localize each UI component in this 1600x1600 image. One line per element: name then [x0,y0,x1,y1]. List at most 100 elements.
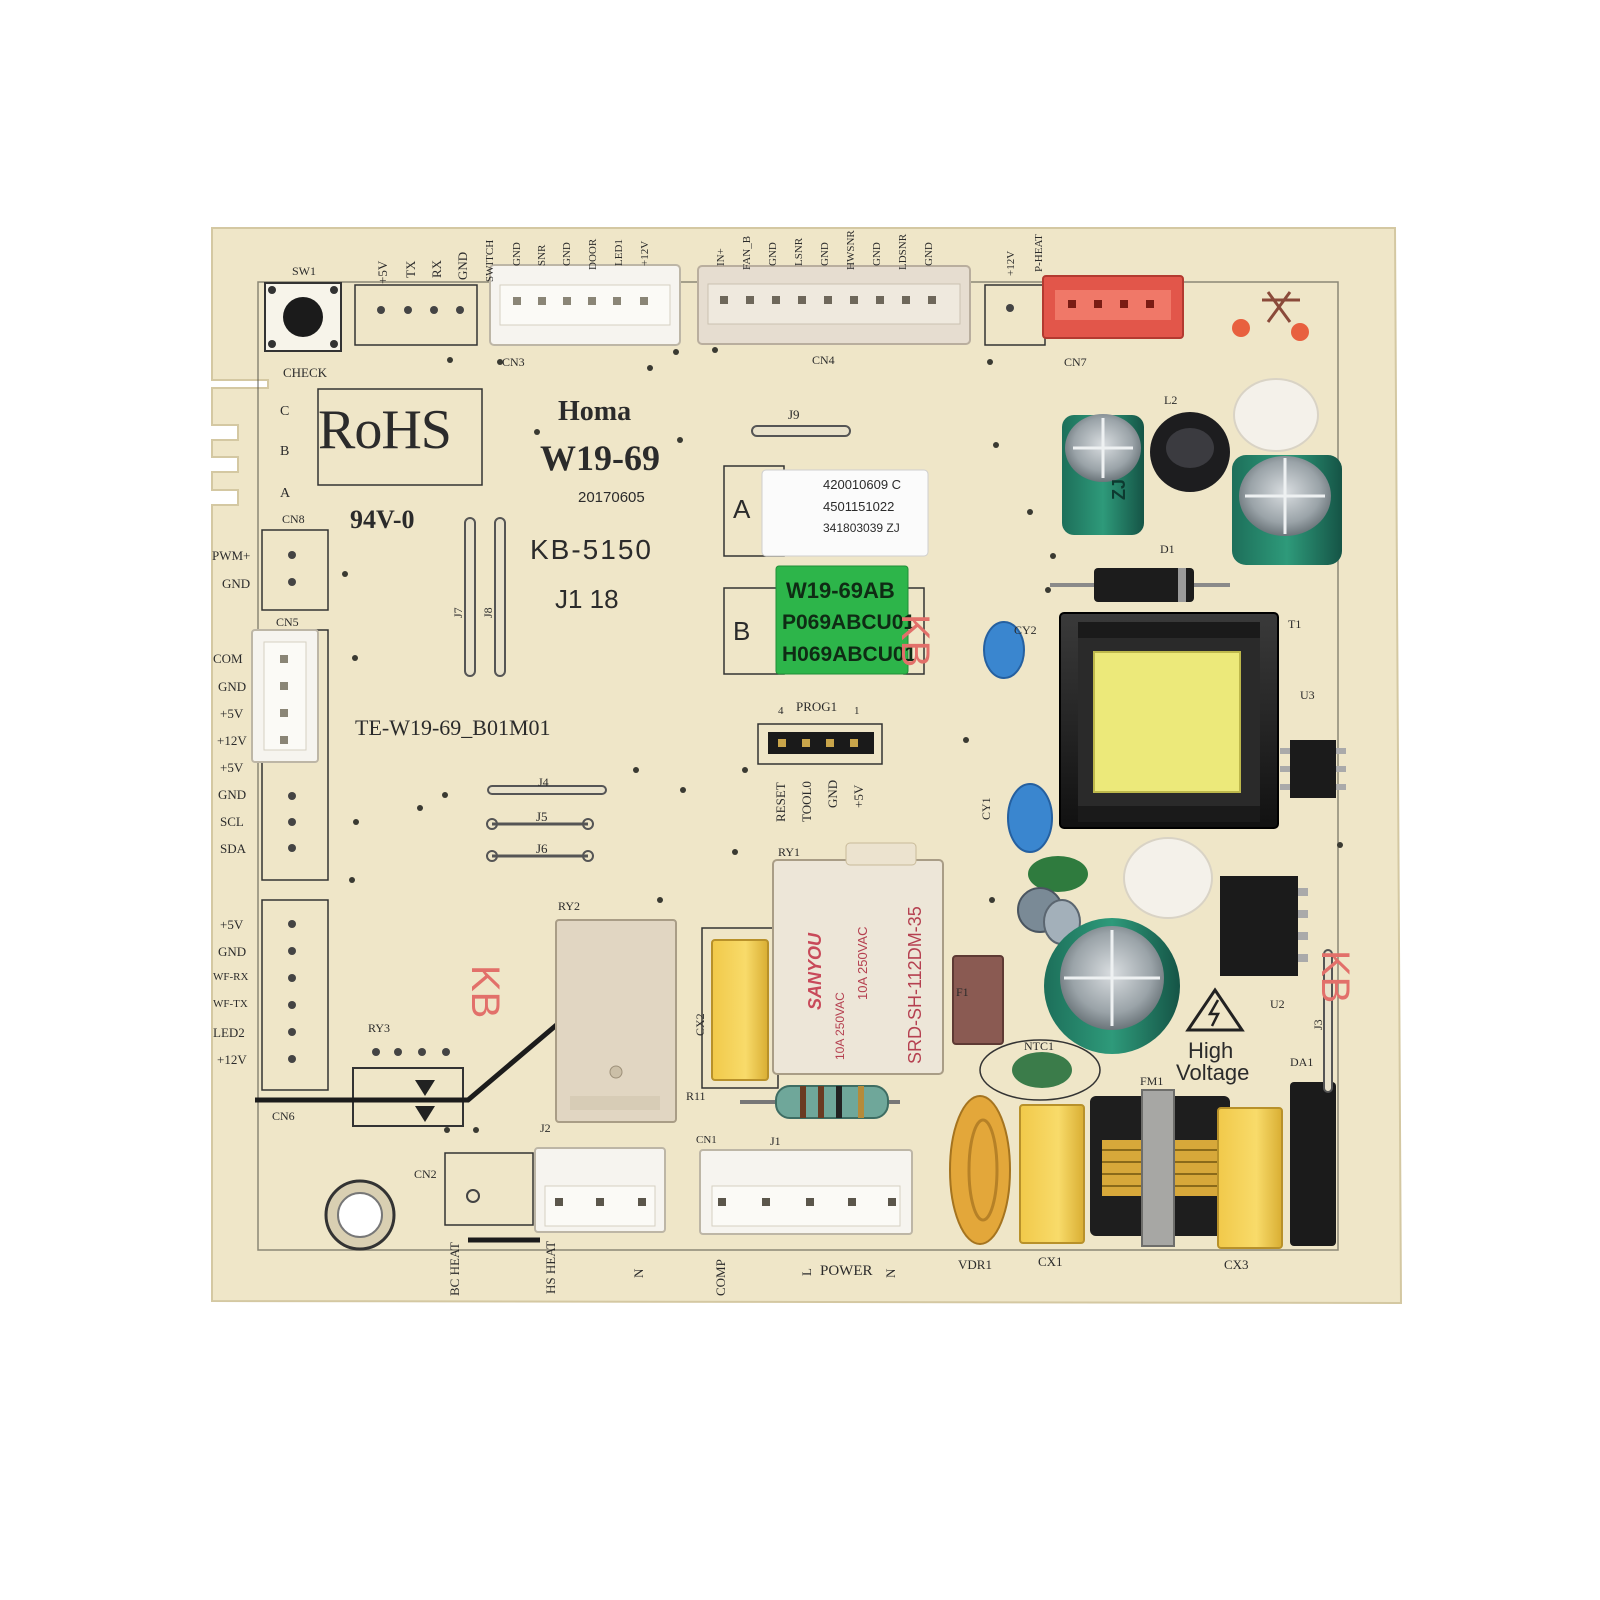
top-pin-lsnr: LSNR [793,237,805,266]
vias [342,347,1343,1133]
label-a-line2: 4501151022 [823,499,895,514]
j8-label: J8 [481,607,495,618]
cn5-pin-gnd: GND [218,679,247,694]
cn5-pin-5v: +5V [220,706,244,721]
top-pin-gnd6: GND [871,242,883,266]
j-marks: J1 18 [555,584,619,614]
top-pin-gnd2: GND [511,242,523,266]
cn8-header [261,529,329,611]
pin-label-a: A [280,486,291,501]
j3-jumper [1323,949,1333,1093]
j2-label: J2 [540,1121,551,1135]
cy2-label: CY2 [1014,623,1037,637]
green-capacitor [1232,455,1342,565]
u3-label: U3 [1300,688,1315,702]
top-pin-ldsnr: LDSNR [897,233,909,270]
sw1-label: SW1 [292,264,316,278]
u2-chip [1220,876,1308,976]
ry2-relay [555,919,677,1123]
high-voltage-triangle [1185,987,1245,1032]
cn2-connector [444,1147,666,1233]
cn6-pin-wf-rx: WF-RX [213,971,249,983]
j5-label: J5 [536,809,548,824]
board-outline [257,281,1339,1251]
cn6-pin-12v: +12V [217,1052,247,1067]
rohs-box [317,388,483,486]
bottom-pin-n2: N [883,1268,898,1278]
relay-rating1: 10A 250VAC [855,926,870,1000]
cn2-label: CN2 [414,1167,437,1181]
ntc1-label: NTC1 [1024,1039,1054,1053]
sw1-button [264,282,342,352]
top-pin-snr: SNR [536,244,548,266]
top-pin-gnd5: GND [819,242,831,266]
cn6-label: CN6 [272,1109,295,1123]
ry2-label: RY2 [558,899,581,913]
t1-transformer [1059,612,1279,829]
prog-pin-gnd: GND [825,779,840,808]
check-label: CHECK [283,365,328,380]
green-capacitor [1062,414,1144,535]
i2c-pin-5v: +5V [220,760,244,775]
cy2-capacitor [983,621,1025,679]
prog1-pin1: 1 [854,705,860,717]
f1-label: F1 [956,985,969,999]
cn6-pin-5v: +5V [220,917,244,932]
ry3-label: RY3 [368,1021,391,1035]
j3-label: J3 [1311,1019,1325,1030]
prog-pin-5v: +5V [851,784,866,808]
cx3-capacitor [1217,1107,1283,1249]
handwritten-mark [1262,291,1300,323]
d1-diode [1050,568,1230,602]
fm1-choke [1090,1089,1230,1247]
pin-label-c: C [280,404,290,419]
top-pin-fan-b: FAN_B [741,235,753,270]
cn8-label: CN8 [282,512,305,526]
label-a-letter: A [733,494,751,524]
top-pin-switch: SWITCH [484,239,496,282]
cn6-pin-wf-tx: WF-TX [213,998,248,1010]
j4-label: J4 [538,775,549,789]
label-b-line2: P069ABCU01 [782,611,916,634]
relay-part: SRD-SH-112DM-35 [905,906,925,1064]
fm1-label: FM1 [1140,1074,1164,1088]
i2c-pin-sda: SDA [220,841,247,856]
ry1-relay [772,842,944,1075]
top-pin-gnd4: GND [767,242,779,266]
j4-jumper [487,785,607,795]
ry3-footprint [352,1048,464,1127]
red-mark [1232,319,1250,337]
bottom-pin-hs-heat: HS HEAT [543,1240,558,1294]
cn4-connector [697,265,971,345]
red-mark [1291,323,1309,341]
model-label: W19-69 [540,438,660,478]
rohs-mark: RoHS [318,399,452,461]
top-pin-gnd7: GND [923,242,935,266]
pcb-id-label: TE-W19-69_B01M01 [355,715,551,740]
pin-label-b: B [280,444,290,459]
flammability-rating: 94V-0 [350,505,415,534]
cn3-connector [489,264,681,346]
cn6-header [261,899,329,1091]
cn5-label: CN5 [276,615,299,629]
cn7-connector [984,275,1184,346]
cn7-label: CN7 [1064,355,1087,369]
cy1-label: CY1 [979,797,993,820]
cx3-label: CX3 [1224,1257,1249,1272]
large-capacitor [1044,918,1180,1054]
cn8-pin-pwm: PWM+ [212,548,251,563]
brand-label: Homa [558,396,632,427]
prog1-header [757,723,883,765]
cx1-label: CX1 [1038,1254,1063,1269]
top-pin-hwsnr: HWSNR [845,230,857,270]
top-pin-door: DOOR [587,238,599,270]
ntc1-outline [979,1039,1101,1101]
white-component [1233,378,1319,452]
label-a-sticker [761,469,929,557]
bottom-pin-bc-heat: BC HEAT [447,1242,462,1296]
cx2-label: CX2 [693,1013,707,1036]
top-pin-gnd3: GND [561,242,573,266]
t1-label: T1 [1288,617,1302,631]
j8-jumper [494,517,506,677]
